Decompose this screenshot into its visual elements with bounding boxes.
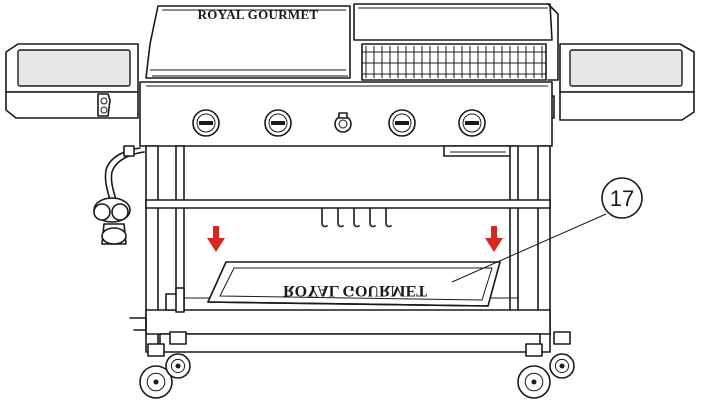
tray-logo: ROYAL GOURMET	[283, 282, 427, 299]
control-knob-1	[192, 109, 220, 137]
gas-regulator	[93, 145, 145, 245]
left-side-shelf	[5, 43, 139, 119]
tool-hook	[337, 207, 344, 228]
down-arrow-icon	[485, 226, 503, 252]
control-knob-4	[458, 109, 486, 137]
brand-label: ROYAL GOURMET	[198, 7, 319, 22]
cart-frame	[129, 145, 551, 353]
caster-wheel	[165, 331, 191, 379]
ignition-button	[334, 112, 352, 133]
griddle-lid: ROYAL GOURMET	[145, 5, 351, 79]
control-knob-3	[388, 109, 416, 137]
casters	[139, 331, 575, 399]
tool-hook	[369, 207, 376, 228]
grill-grate	[353, 3, 559, 81]
caster-wheel	[549, 331, 575, 379]
callout-number: 17	[610, 186, 634, 211]
caster-wheel	[139, 343, 173, 399]
insertion-arrows	[207, 226, 503, 252]
drip-tray-part-17: ROYAL GOURMET	[207, 261, 501, 307]
callout-17: 17	[451, 177, 643, 283]
tool-hook	[385, 207, 392, 228]
down-arrow-icon	[207, 226, 225, 252]
control-knob-2	[264, 109, 292, 137]
tool-hook	[353, 207, 360, 228]
control-panel	[139, 81, 553, 147]
right-side-shelf	[545, 43, 695, 121]
grease-cup	[443, 145, 513, 157]
caster-wheel	[517, 343, 551, 399]
tool-hook	[321, 207, 328, 228]
